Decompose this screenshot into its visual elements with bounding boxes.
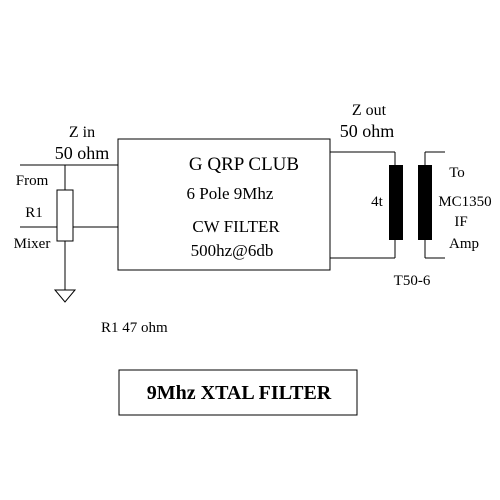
destination-line-3: Amp bbox=[449, 236, 479, 252]
filter-line-4: 500hz@6db bbox=[191, 241, 274, 260]
z-out-value: 50 ohm bbox=[340, 121, 395, 141]
transformer-primary-winding bbox=[389, 165, 403, 240]
filter-line-3: CW FILTER bbox=[192, 217, 280, 236]
from-label: From bbox=[16, 173, 49, 189]
transformer-secondary-winding bbox=[418, 165, 432, 240]
caption-box bbox=[118, 369, 358, 416]
resistor-note: R1 47 ohm bbox=[101, 320, 168, 336]
core-label: T50-6 bbox=[394, 273, 431, 289]
r1-resistor bbox=[56, 189, 74, 242]
filter-title: G QRP CLUB bbox=[189, 154, 299, 175]
filter-line-2: 6 Pole 9Mhz bbox=[187, 184, 274, 203]
z-in-value: 50 ohm bbox=[55, 143, 110, 163]
caption-title: 9Mhz XTAL FILTER bbox=[147, 382, 332, 404]
filter-box bbox=[117, 138, 331, 271]
z-out-label: Z out bbox=[352, 102, 387, 119]
winding-label: 4t bbox=[371, 194, 384, 210]
output-wires bbox=[330, 151, 445, 259]
mixer-label: Mixer bbox=[14, 236, 51, 252]
ground-icon bbox=[53, 289, 77, 303]
destination-line-1: MC1350 bbox=[438, 194, 491, 210]
to-label: To bbox=[449, 165, 465, 181]
r1-label: R1 bbox=[25, 205, 43, 221]
destination-line-2: IF bbox=[454, 214, 467, 230]
z-in-label: Z in bbox=[69, 124, 95, 141]
